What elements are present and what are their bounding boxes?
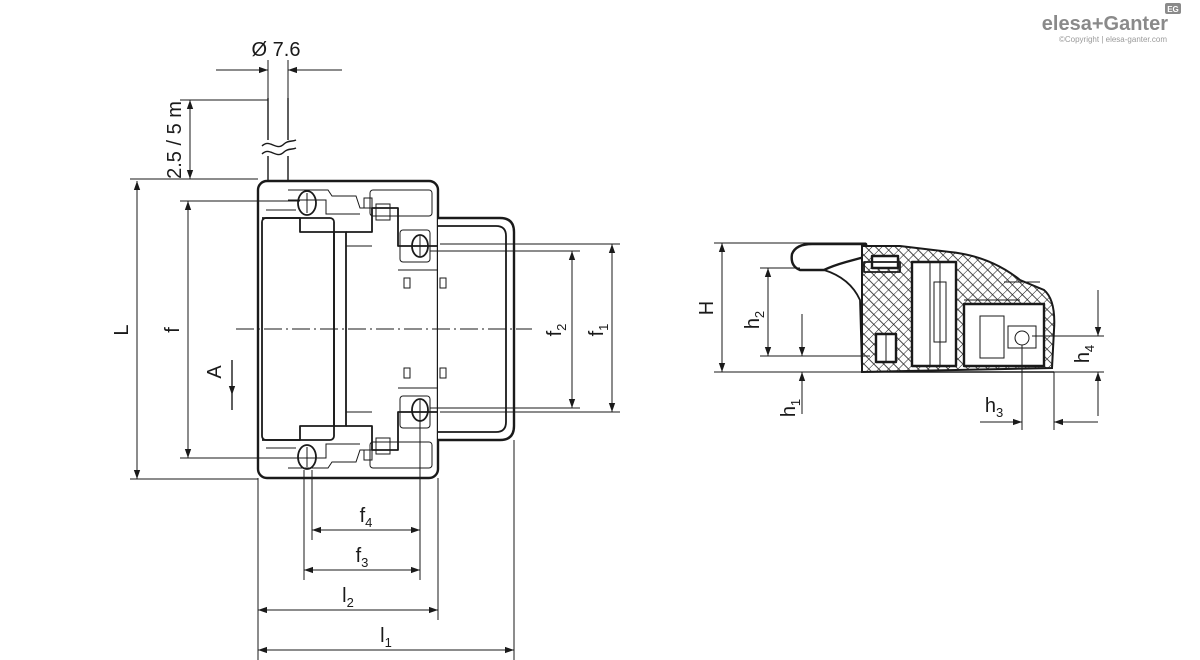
cable: [261, 98, 297, 183]
dim-h1: h1: [778, 314, 862, 417]
dim-f: f: [162, 200, 300, 459]
section-A-label: A: [204, 365, 226, 379]
dim-l1: l1: [258, 625, 514, 654]
H-label: H: [696, 301, 718, 315]
dim-cable-diameter: Ø 7.6: [216, 39, 342, 98]
section-mark-A: A: [204, 360, 236, 410]
brand-logo: elesa+Ganter EG ©Copyright | elesa-gante…: [1042, 3, 1181, 44]
dim-l2: l2: [258, 585, 438, 614]
f1-label: f1: [586, 324, 611, 337]
badge-text: EG: [1167, 5, 1179, 14]
badge-icon: [1165, 3, 1181, 14]
h1-label: h1: [778, 399, 803, 417]
dim-f2: f2: [430, 250, 580, 409]
f4-label: f4: [360, 505, 373, 530]
side-view: H h2 h1 h4: [696, 242, 1104, 430]
h3-label: h3: [985, 395, 1003, 420]
dim-h3: h3: [980, 345, 1098, 430]
dim-h2: h2: [742, 267, 870, 357]
dim-cable-length: 2.5 / 5 m: [130, 99, 268, 180]
f2-label: f2: [544, 324, 569, 337]
copyright-text: ©Copyright | elesa-ganter.com: [1059, 35, 1167, 44]
logo-text: elesa+Ganter: [1042, 13, 1168, 35]
front-view: Ø 7.6 2.5 / 5 m L f A: [111, 39, 620, 660]
L-label: L: [111, 324, 133, 335]
h4-label: h4: [1072, 345, 1097, 363]
dim-f1: f1: [440, 243, 620, 413]
l2-label: l2: [342, 585, 354, 610]
dim-f3: f3: [304, 545, 420, 574]
dim-H: H: [696, 242, 866, 373]
h2-label: h2: [742, 311, 767, 329]
f-label: f: [162, 327, 184, 333]
dim-f4: f4: [312, 505, 420, 534]
l1-label: l1: [380, 625, 392, 650]
cable-length-label: 2.5 / 5 m: [164, 101, 186, 179]
cable-diameter-label: Ø 7.6: [252, 39, 301, 61]
dim-L: L: [111, 181, 258, 480]
dim-h4: h4: [1032, 290, 1104, 416]
f3-label: f3: [356, 545, 369, 570]
